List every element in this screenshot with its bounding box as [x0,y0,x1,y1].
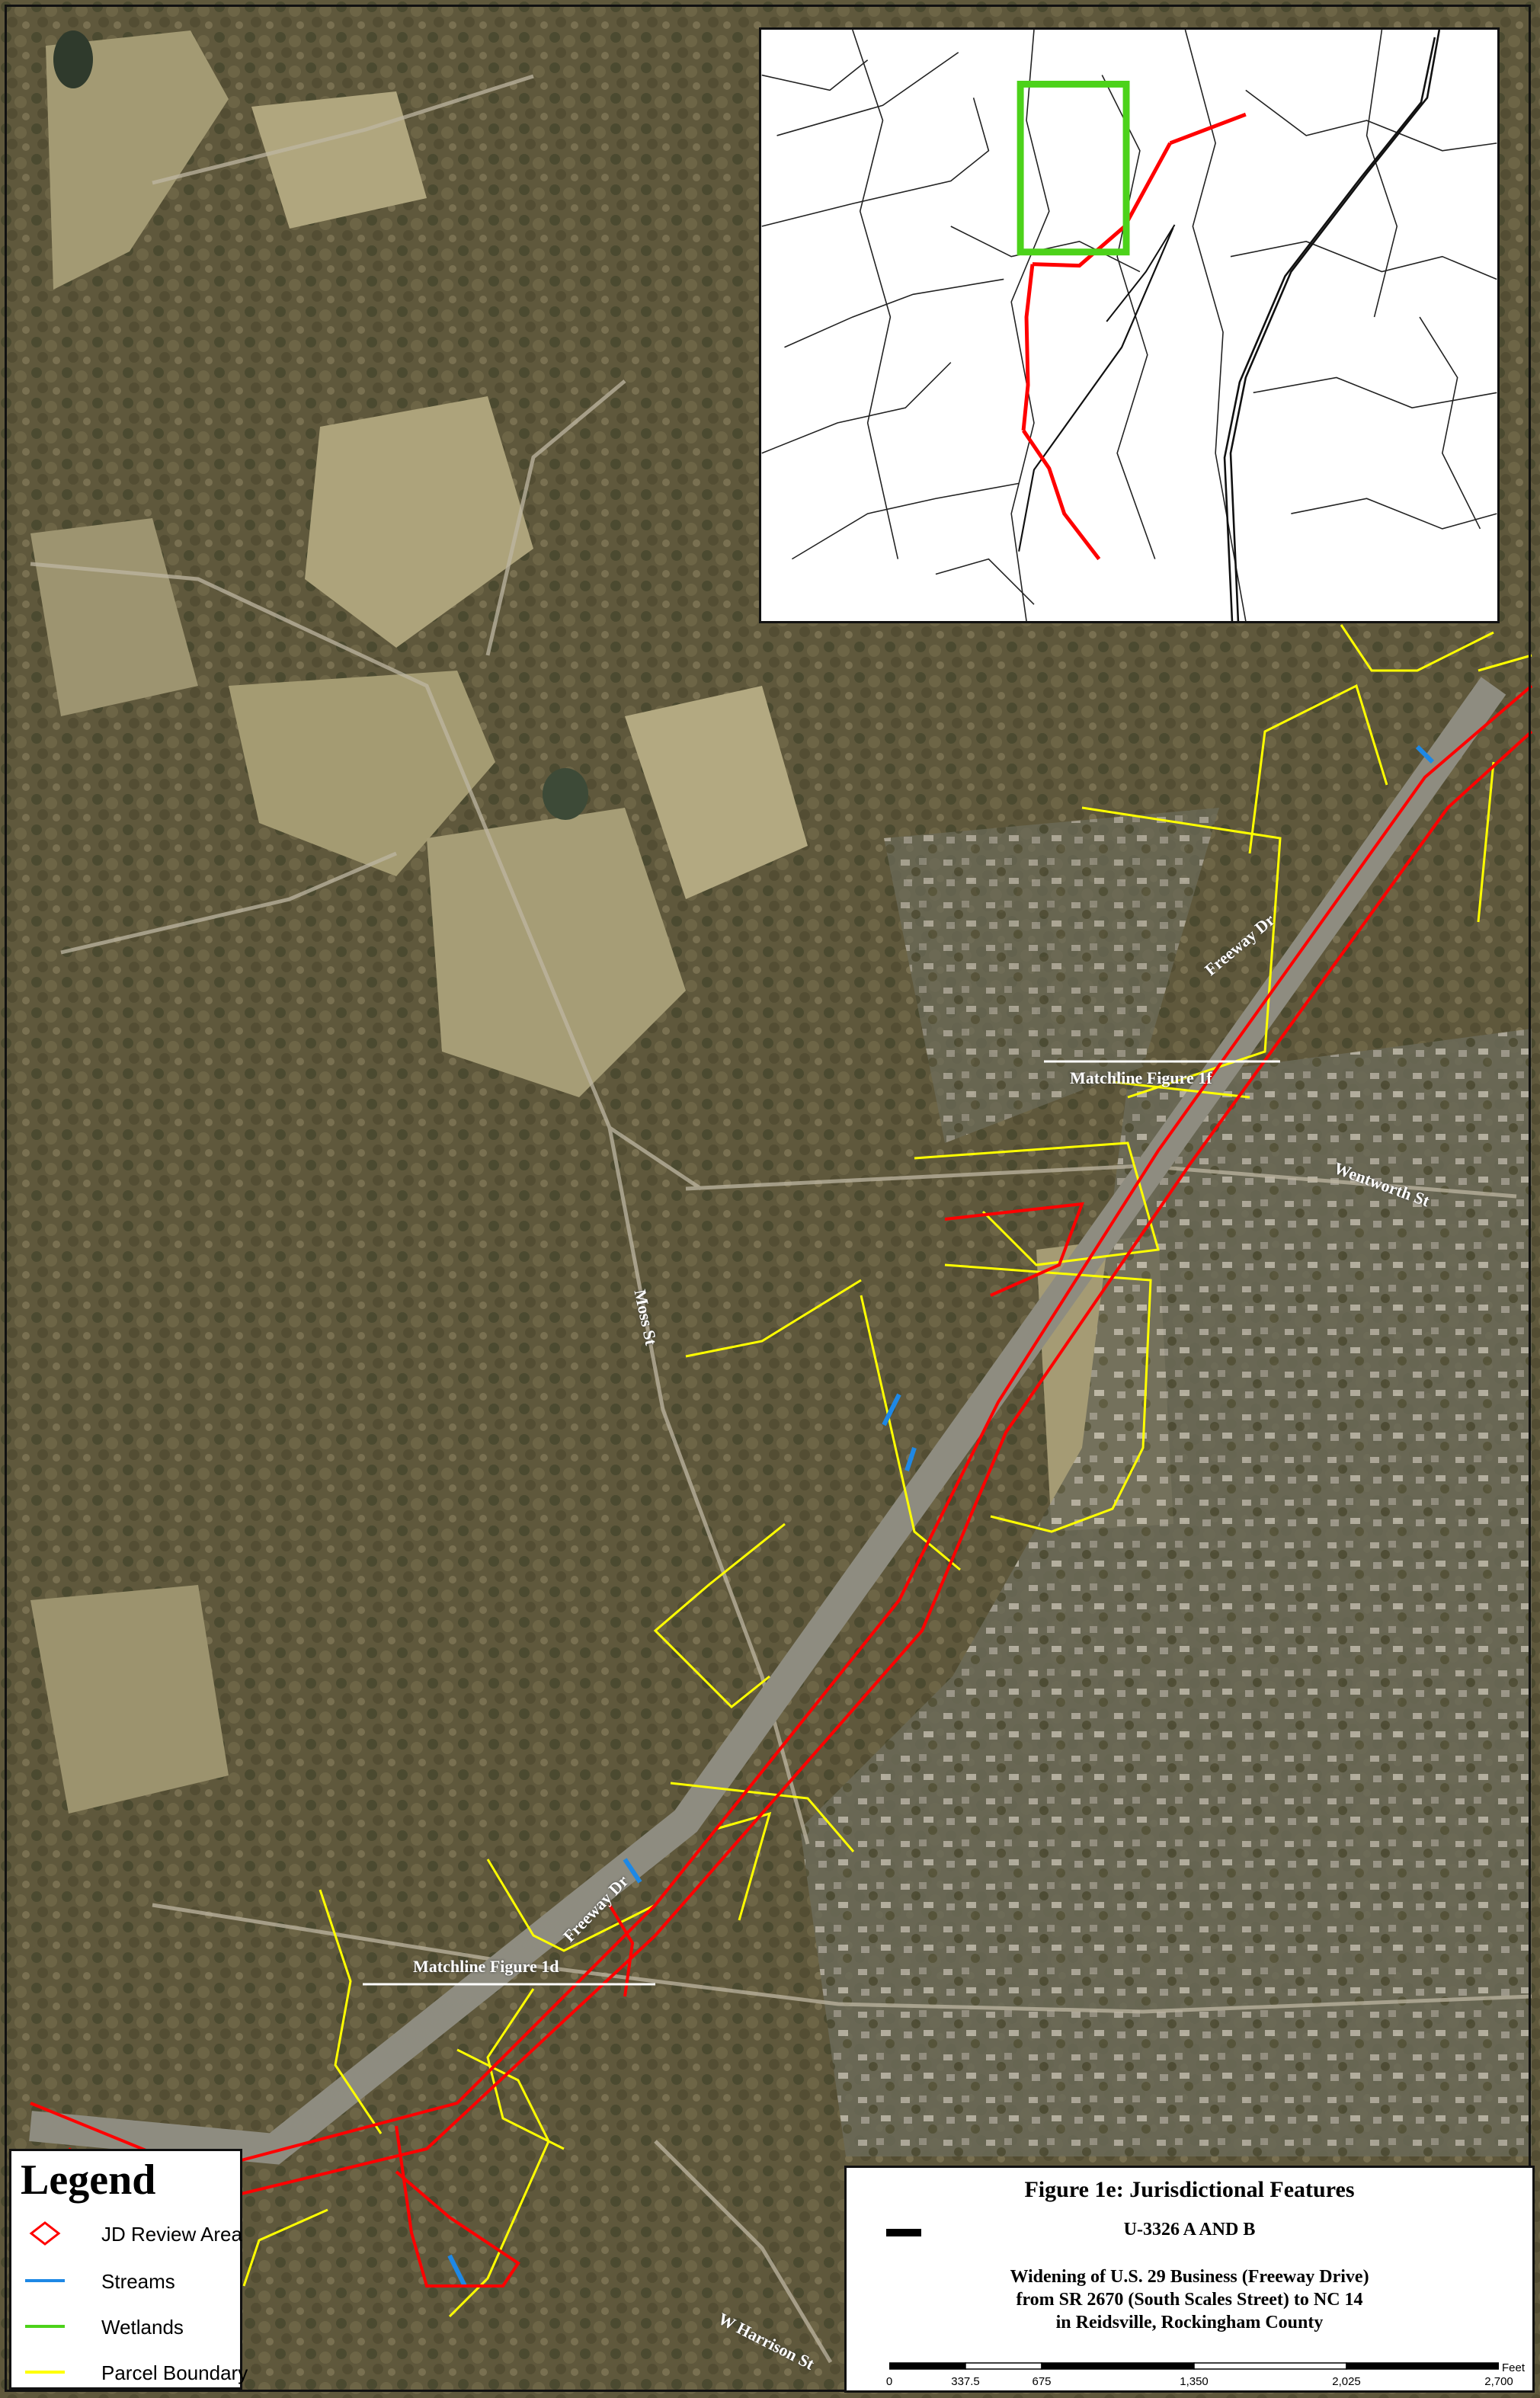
scale-segment [965,2362,1042,2370]
figure-title: Figure 1e: Jurisdictional Features [1024,2177,1355,2202]
scale-tick-label: 675 [1032,2375,1052,2388]
scale-bar: Feet 0 337.5 675 1,350 2,025 2,700 [885,2361,1525,2389]
legend-item-streams: Streams [25,2265,246,2296]
legend-label: JD Review Area [101,2223,242,2246]
legend-item-jd-review-area: JD Review Area [25,2218,246,2249]
wetland-line-icon [25,2325,65,2328]
diamond-outline-icon [29,2221,61,2246]
legend-item-wetlands: Wetlands [25,2311,246,2342]
map-legend: Legend JD Review Area Streams Wetlands P… [9,2149,248,2390]
legend-label: Wetlands [101,2316,184,2339]
scale-bar-graphic [889,2362,1499,2370]
legend-item-parcel-boundary: Parcel Boundary [25,2357,248,2387]
scale-tick-label: 2,700 [1484,2375,1513,2388]
legend-label: Streams [101,2270,175,2293]
stream-line-icon [25,2279,65,2282]
project-number: U-3326 A AND B [1123,2220,1256,2240]
project-bar-icon [886,2229,921,2236]
parcel-line-icon [25,2371,65,2374]
scale-segment [1346,2362,1499,2370]
matchline-1f-label: Matchline Figure 1f [1070,1068,1212,1087]
scale-segment [889,2362,966,2370]
scale-tick-label: 337.5 [951,2375,980,2388]
description-line-3: in Reidsville, Rockingham County [1055,2313,1324,2332]
scale-units: Feet [1502,2361,1526,2374]
legend-title: Legend [21,2156,156,2204]
locator-inset-map [759,27,1500,623]
scale-tick-label: 2,025 [1332,2375,1361,2388]
description-line-2: from SR 2670 (South Scales Street) to NC… [1016,2290,1363,2310]
scale-tick-label: 0 [885,2375,893,2388]
title-block: Figure 1e: Jurisdictional Features U-332… [844,2166,1535,2393]
scale-tick-label: 1,350 [1180,2375,1209,2388]
matchline-1d-label: Matchline Figure 1d [413,1957,559,1976]
scale-segment [1041,2362,1195,2370]
legend-label: Parcel Boundary [101,2361,248,2384]
description-line-1: Widening of U.S. 29 Business (Freeway Dr… [1010,2267,1369,2287]
scale-segment [1193,2362,1347,2370]
